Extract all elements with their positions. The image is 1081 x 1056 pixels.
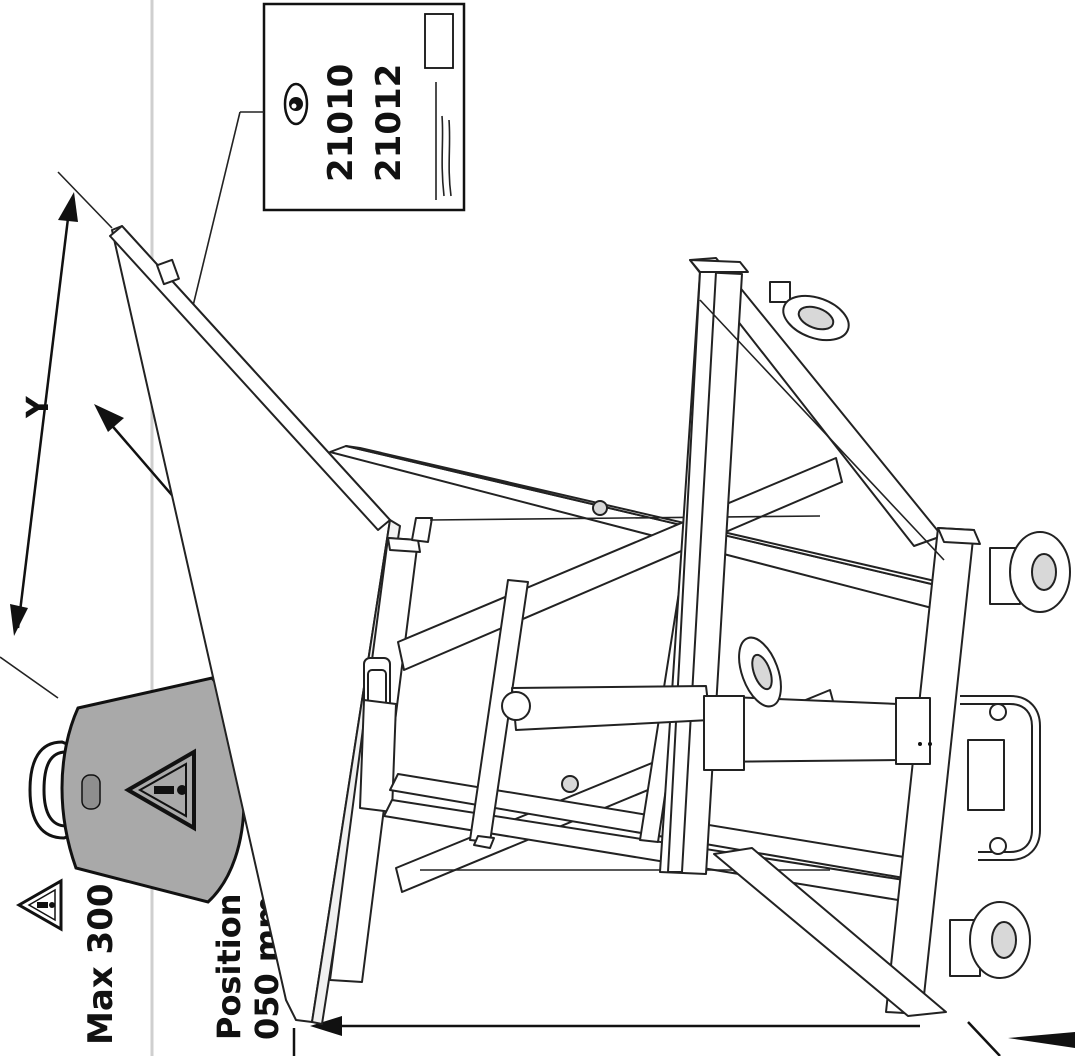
nameplate-code-1: 21010 — [321, 64, 361, 182]
castor-bottom-right — [949, 901, 1031, 979]
table-platform — [109, 225, 401, 1025]
eye-icon — [283, 82, 309, 126]
position-label: Position 050 mm — [210, 894, 286, 1040]
y-dimension: Y — [0, 171, 113, 699]
castor-center — [738, 636, 782, 708]
castor-right — [989, 531, 1071, 613]
left-margin-band — [0, 0, 158, 1056]
hydraulic-cylinder — [501, 685, 932, 771]
base-frame — [659, 257, 981, 1017]
warning-triangle-icon — [15, 878, 63, 932]
y-dimension-label: Y — [21, 395, 56, 419]
scissor-legs — [329, 445, 949, 901]
nameplate-blank-box — [424, 13, 454, 69]
upper-frame — [329, 537, 421, 983]
nameplate-code-2: 21012 — [369, 64, 409, 182]
height-dimension-arrow — [292, 1016, 1075, 1056]
castor-top-right — [769, 281, 850, 342]
foot-pedal — [960, 695, 1041, 861]
position-label-line1: Position — [210, 894, 248, 1040]
